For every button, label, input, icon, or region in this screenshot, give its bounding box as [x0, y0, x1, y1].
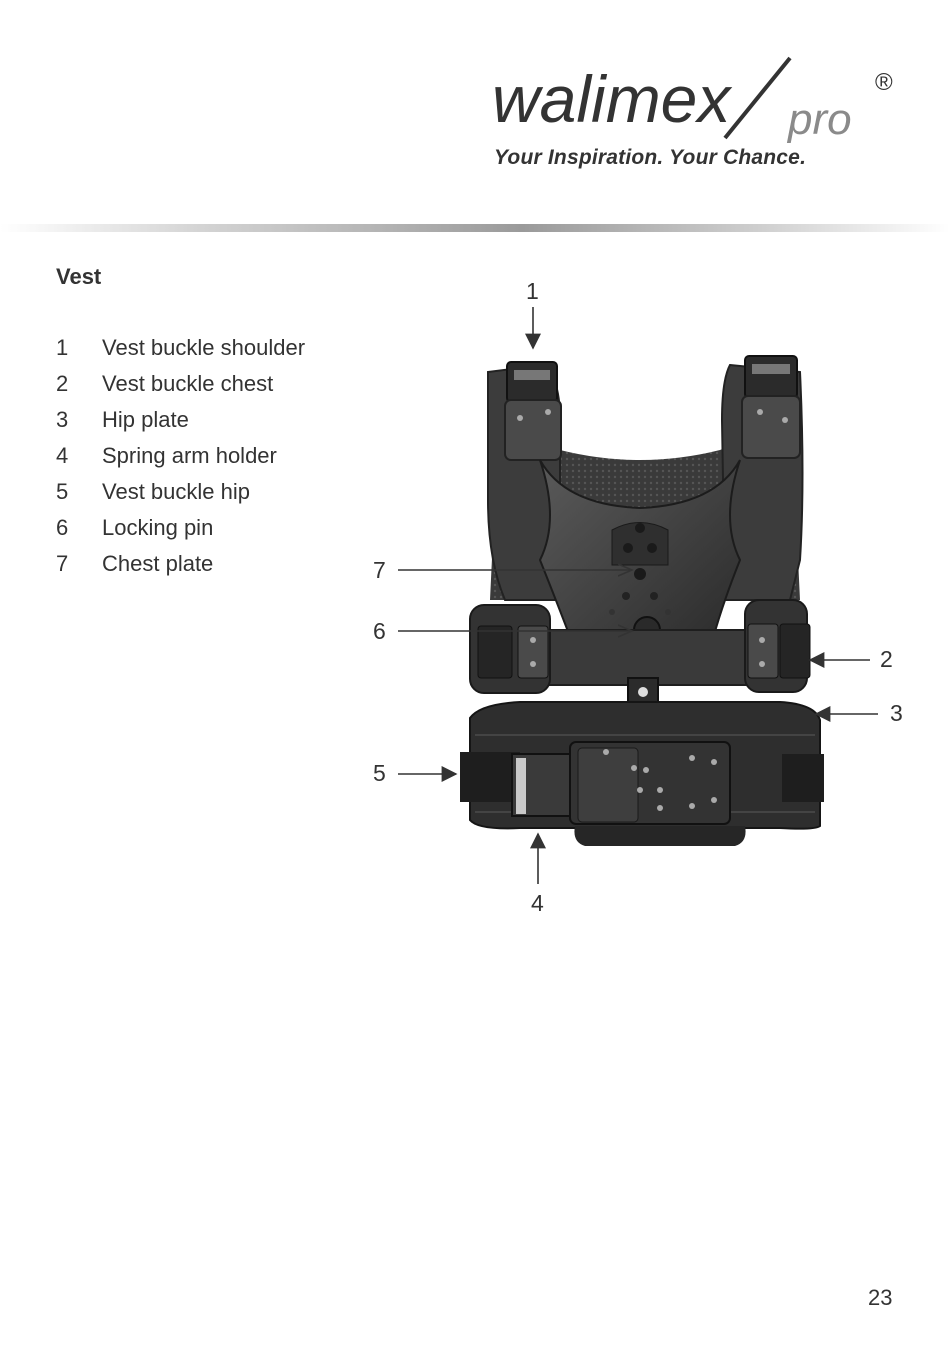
callout-label-7: 7 — [373, 557, 386, 584]
left-shoulder-buckle — [505, 362, 561, 460]
vest-illustration — [0, 0, 950, 950]
callout-label-4: 4 — [531, 890, 544, 917]
spring-arm-holder — [570, 742, 730, 824]
callout-label-3: 3 — [890, 700, 903, 727]
callout-label-5: 5 — [373, 760, 386, 787]
hip-buckle — [512, 754, 574, 816]
callout-label-2: 2 — [880, 646, 893, 673]
right-shoulder-buckle — [742, 356, 800, 458]
callout-label-6: 6 — [373, 618, 386, 645]
page-number: 23 — [868, 1285, 892, 1311]
left-chest-buckle — [470, 605, 550, 693]
right-hip-strap — [782, 754, 824, 802]
lower-flap — [574, 826, 745, 846]
callout-label-1: 1 — [526, 278, 539, 305]
right-chest-buckle — [745, 600, 810, 692]
